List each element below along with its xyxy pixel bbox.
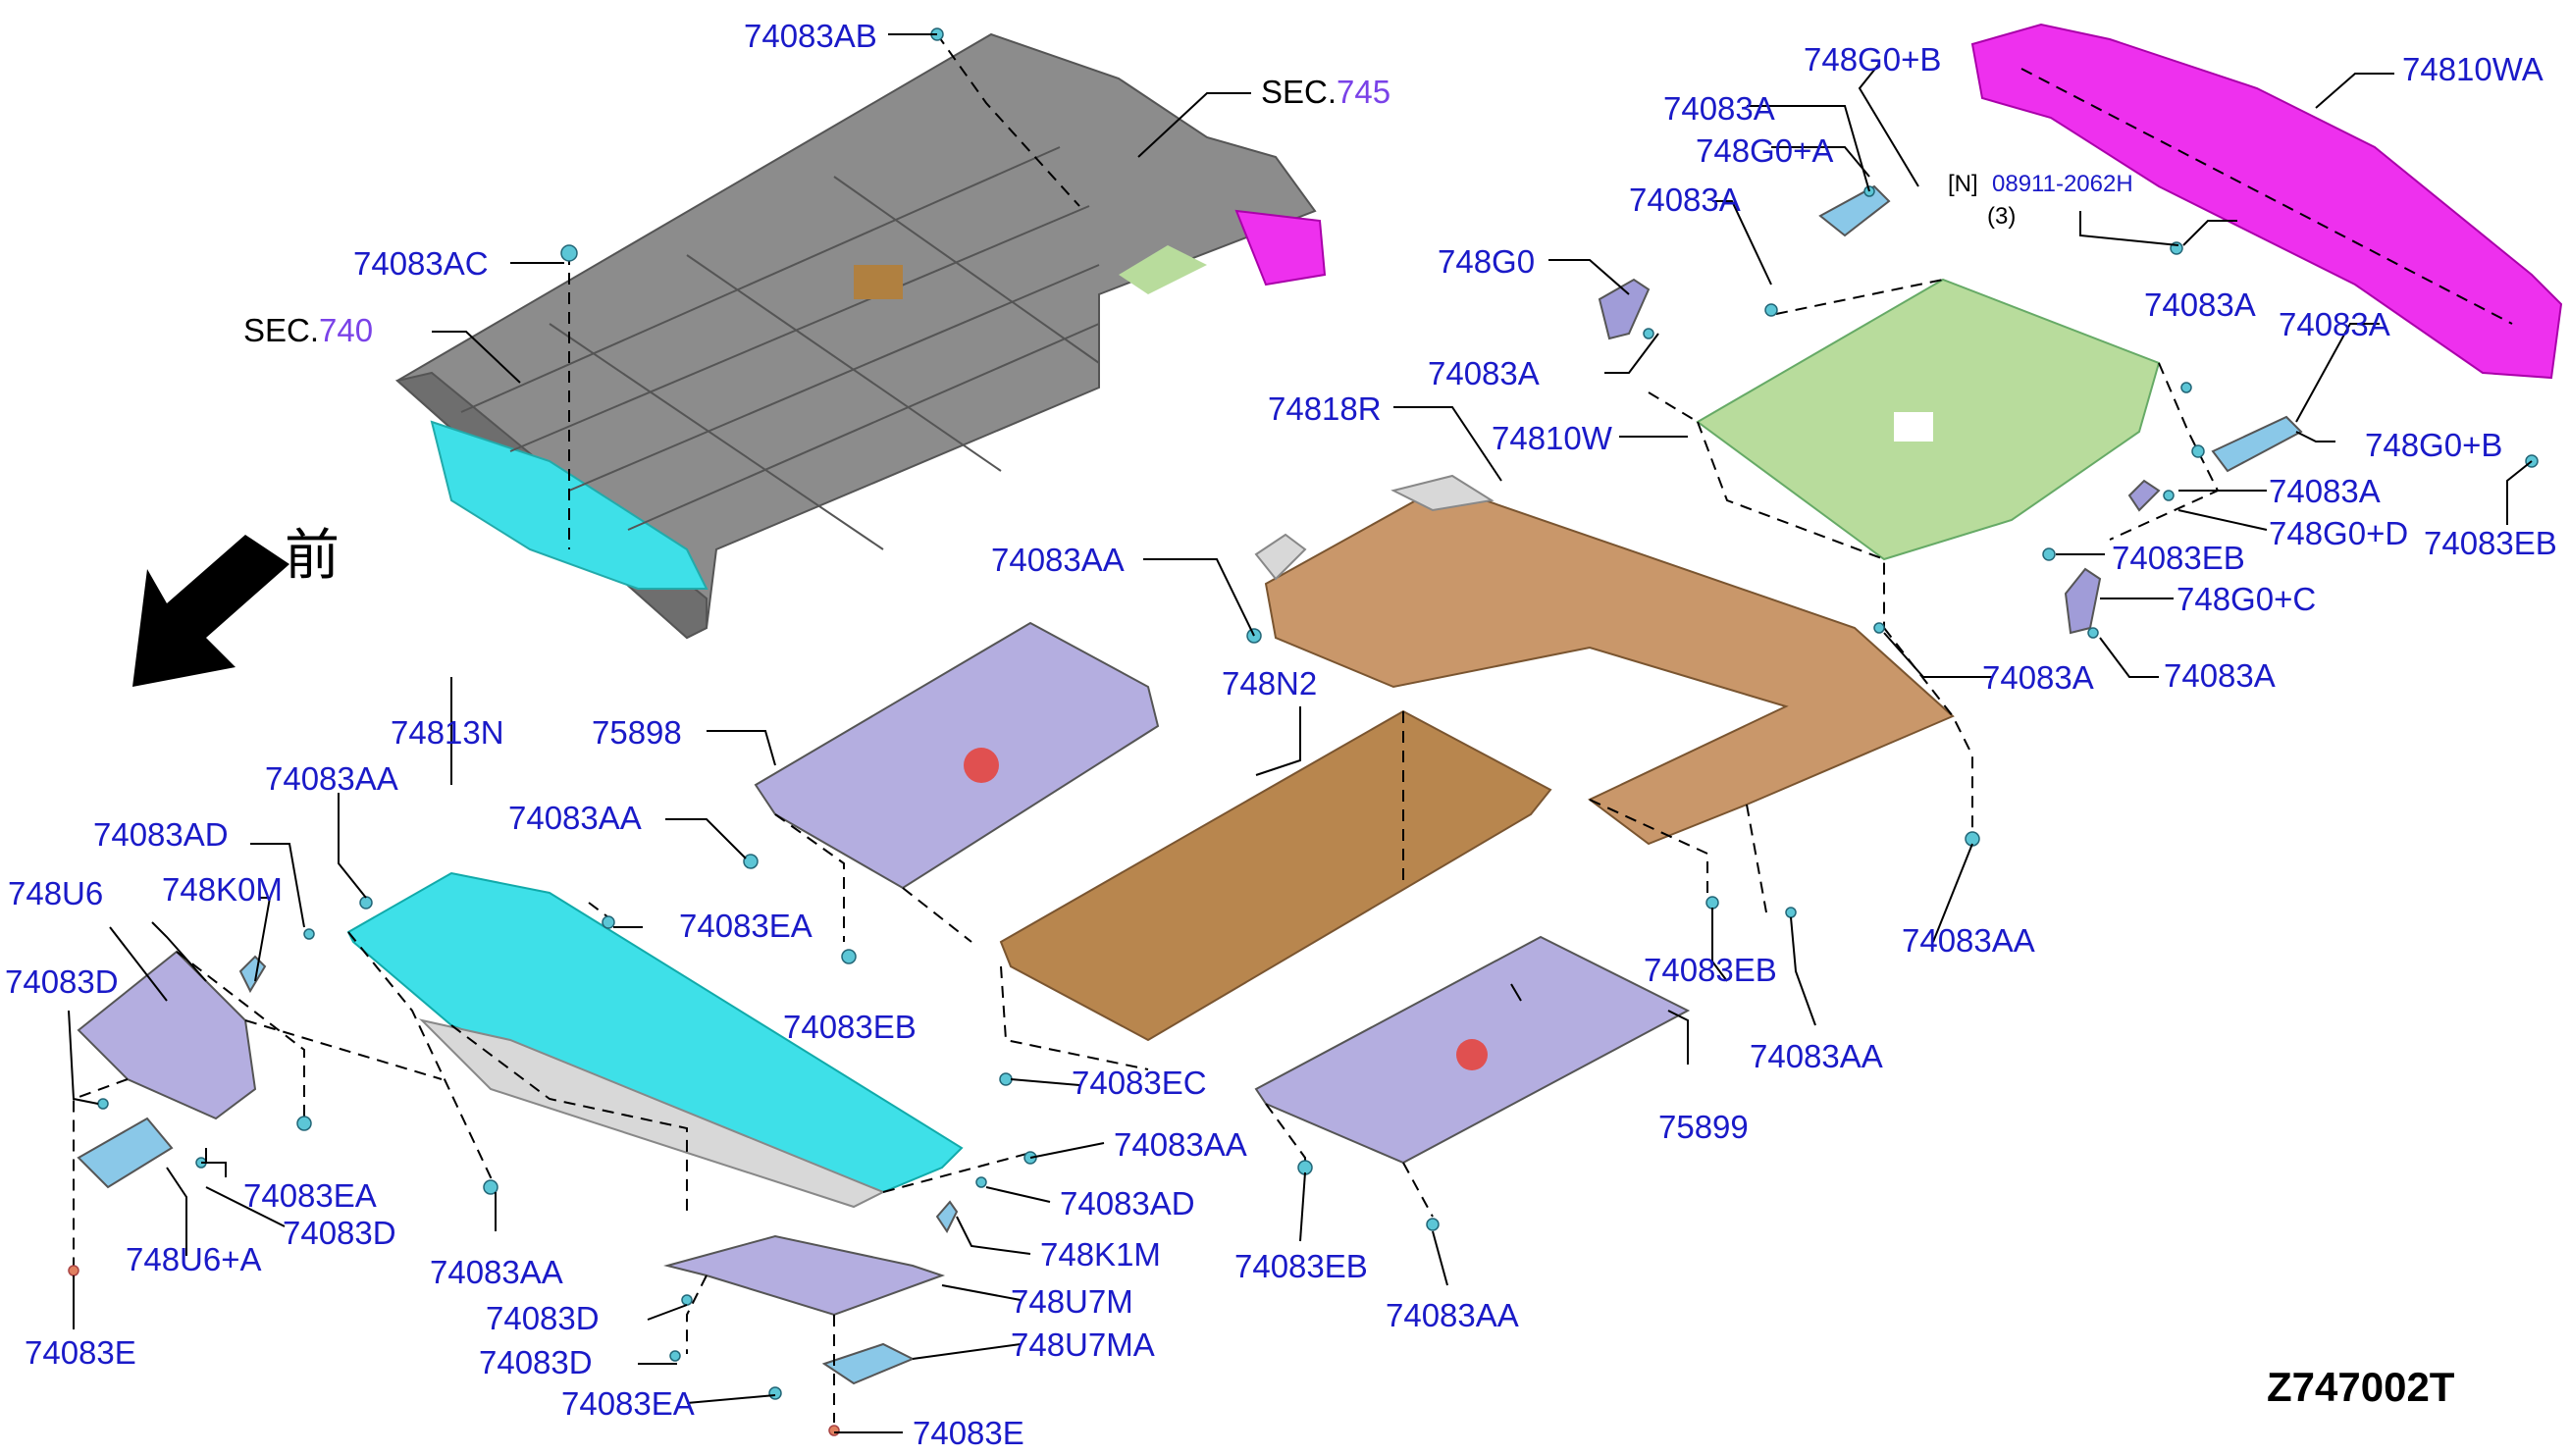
label-74083eb-3[interactable]: 74083EB (1644, 952, 1777, 988)
label-74083aa-6[interactable]: 74083AA (1114, 1126, 1247, 1163)
label-74813n[interactable]: 74813N (391, 714, 504, 751)
label-74083aa-2[interactable]: 74083AA (265, 760, 398, 797)
part-74818r (1264, 484, 1955, 846)
part-75898 (754, 621, 1160, 890)
part-748g0-c (2064, 567, 2102, 635)
part-748u6-a (77, 1117, 174, 1189)
label-74083ea-1[interactable]: 74083EA (679, 908, 813, 944)
label-74083aa-1[interactable]: 74083AA (991, 542, 1125, 578)
label-748n2[interactable]: 748N2 (1222, 665, 1317, 702)
part-748g0-b-right (2211, 415, 2303, 473)
part-748u7ma (821, 1342, 916, 1385)
label-748g0-a[interactable]: 748G0+A (1696, 132, 1833, 169)
label-74810wa[interactable]: 74810WA (2402, 51, 2544, 87)
label-75899[interactable]: 75899 (1658, 1109, 1749, 1145)
note-quantity: (3) (1987, 203, 2016, 230)
label-74083d-3[interactable]: 74083D (486, 1300, 600, 1336)
part-748u7m (663, 1234, 946, 1317)
label-748g0-b-top[interactable]: 748G0+B (1804, 41, 1941, 78)
label-74083d-4[interactable]: 74083D (479, 1344, 593, 1380)
label-74083aa-5[interactable]: 74083AA (1750, 1038, 1883, 1074)
label-74083ea-3[interactable]: 74083EA (561, 1385, 695, 1422)
label-74083a-7[interactable]: 74083A (2164, 657, 2276, 694)
label-74083a-8[interactable]: 74083A (1982, 659, 2094, 696)
label-74083ad-1[interactable]: 74083AD (93, 816, 229, 853)
label-74083eb-1[interactable]: 74083EB (2112, 540, 2245, 576)
label-748u6-a[interactable]: 748U6+A (126, 1241, 262, 1277)
diagram-code: Z747002T (2267, 1364, 2455, 1410)
label-74083aa-3[interactable]: 74083AA (508, 800, 642, 836)
label-74083a-6[interactable]: 74083A (2269, 473, 2381, 509)
label-748u7ma[interactable]: 748U7MA (1011, 1326, 1155, 1363)
label-74083aa-7[interactable]: 74083AA (430, 1254, 563, 1290)
label-74083d-1[interactable]: 74083D (5, 963, 119, 1000)
front-direction-arrow (132, 535, 289, 687)
part-74813n (346, 871, 964, 1194)
label-74810w[interactable]: 74810W (1492, 420, 1613, 456)
label-748k0m[interactable]: 748K0M (162, 871, 283, 908)
leader-lines (68, 33, 2533, 1433)
label-74083d-2[interactable]: 74083D (283, 1215, 396, 1251)
label-748g0-c[interactable]: 748G0+C (2177, 581, 2316, 617)
label-74083ec[interactable]: 74083EC (1072, 1065, 1207, 1101)
label-74083e-2[interactable]: 74083E (913, 1415, 1024, 1451)
label-74083ad-2[interactable]: 74083AD (1060, 1185, 1195, 1222)
label-75898[interactable]: 75898 (592, 714, 682, 751)
label-748u7m[interactable]: 748U7M (1011, 1283, 1133, 1320)
label-748g0-d[interactable]: 748G0+D (2269, 515, 2408, 551)
label-74083ac[interactable]: 74083AC (353, 245, 489, 282)
label-74083e-1[interactable]: 74083E (25, 1334, 136, 1371)
note-part-number[interactable]: 08911-2062H (1992, 171, 2133, 197)
label-74083eb-2[interactable]: 74083EB (2424, 525, 2557, 561)
label-74818r[interactable]: 74818R (1268, 390, 1382, 427)
label-74083a-5[interactable]: 74083A (2279, 306, 2390, 342)
part-74810wa (1970, 23, 2563, 380)
section-ref-740[interactable]: SEC.740 (243, 312, 373, 348)
floor-assembly (394, 32, 1327, 640)
part-748g0 (1598, 278, 1651, 340)
labels: 74083AB 74083AC SEC.745 SEC.740 前 74810W… (5, 18, 2557, 1451)
label-74083ab[interactable]: 74083AB (744, 18, 877, 54)
front-marker: 前 (285, 524, 340, 588)
label-74083a-1[interactable]: 74083A (1663, 90, 1775, 127)
label-748g0-b-right[interactable]: 748G0+B (2365, 427, 2502, 463)
part-748k1m (935, 1200, 959, 1233)
label-748k1m[interactable]: 748K1M (1040, 1236, 1161, 1273)
label-748g0[interactable]: 748G0 (1438, 243, 1535, 280)
section-ref-745[interactable]: SEC.745 (1261, 74, 1390, 110)
part-748g0-d (2127, 479, 2161, 512)
label-74083aa-4[interactable]: 74083AA (1902, 922, 2035, 959)
label-74083a-3[interactable]: 74083A (1428, 355, 1540, 391)
label-74083aa-8[interactable]: 74083AA (1386, 1297, 1519, 1333)
label-74083a-2[interactable]: 74083A (1629, 182, 1741, 218)
label-74083ea-2[interactable]: 74083EA (243, 1177, 377, 1214)
label-74083eb-4[interactable]: 74083EB (783, 1009, 917, 1045)
label-74083eb-5[interactable]: 74083EB (1234, 1248, 1368, 1284)
note-tag: [N] (1948, 171, 1978, 197)
label-74083a-4[interactable]: 74083A (2144, 286, 2256, 323)
part-748g0-a (1818, 184, 1891, 237)
part-748k0m (238, 955, 267, 994)
assembly-dashed-lines (73, 33, 2220, 1423)
label-748u6[interactable]: 748U6 (8, 875, 103, 911)
